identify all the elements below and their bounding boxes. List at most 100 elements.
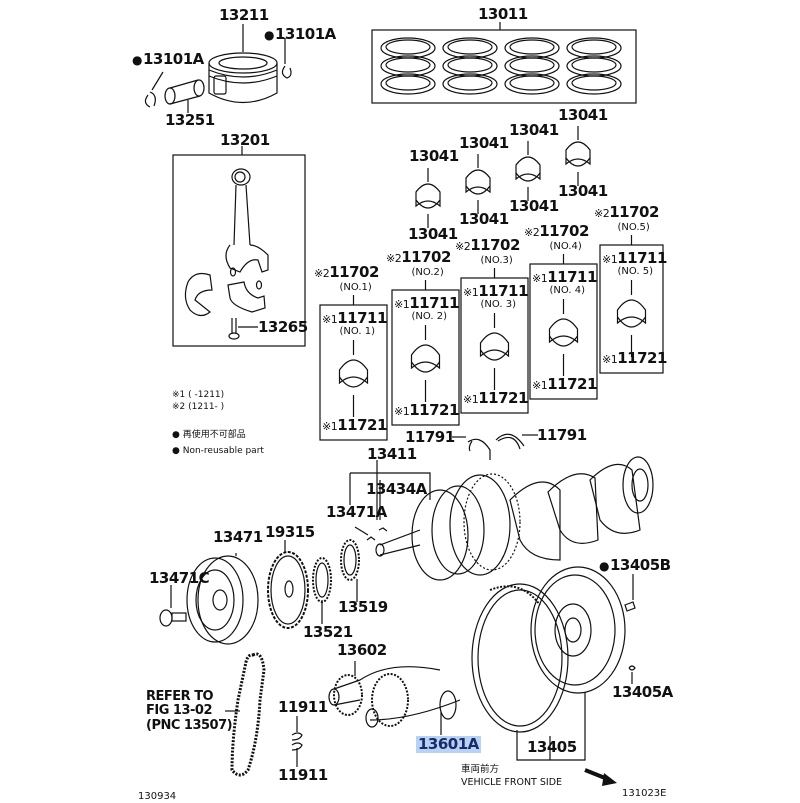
piston-ring bbox=[442, 55, 498, 77]
label-rod-bearing-1-bottom[interactable]: 13041 bbox=[408, 225, 458, 243]
legend-nonreusable-en-text: Non-reusable part bbox=[182, 446, 264, 456]
label-main-bearing-set-no-1[interactable]: (NO.1) bbox=[339, 282, 372, 293]
refer-line1: REFER TO bbox=[146, 689, 214, 704]
piston-ring bbox=[566, 55, 622, 77]
label-upper-main-bearing-5[interactable]: ※111711 bbox=[602, 249, 667, 267]
label-crank-pulley[interactable]: 13471 bbox=[213, 528, 263, 546]
ring-set-box bbox=[371, 29, 637, 104]
label-upper-main-bearing-4[interactable]: ※111711 bbox=[532, 268, 597, 286]
note-mark2: ※2 (1211- ) bbox=[172, 402, 225, 412]
label-snap-ring-right[interactable]: 13101A bbox=[264, 27, 336, 42]
label-main-bearing-set-no-5[interactable]: (NO.5) bbox=[617, 222, 650, 233]
flywheel-pin-drawing bbox=[628, 665, 636, 671]
piston-ring bbox=[566, 73, 622, 95]
balance-bearing-drawing bbox=[291, 732, 303, 751]
label-upper-main-bearing-1[interactable]: ※111711 bbox=[322, 309, 387, 327]
label-balance-bearing-top[interactable]: 11911 bbox=[278, 698, 328, 716]
flywheel-drawing bbox=[471, 566, 626, 733]
label-thrust-washer-left[interactable]: 11791 bbox=[405, 428, 455, 446]
connecting-rod-drawing bbox=[184, 168, 269, 340]
label-flywheel-pin[interactable]: 13405A bbox=[612, 683, 673, 701]
piston-ring bbox=[504, 37, 560, 59]
rod-bearing-pair bbox=[565, 126, 591, 186]
pulley-bolt-drawing bbox=[159, 609, 187, 627]
label-main-bearing-set-5[interactable]: ※211702 bbox=[594, 203, 659, 221]
label-crankshaft[interactable]: 13411 bbox=[367, 445, 417, 463]
legend-nonreusable-jp-text: 再使用不可部品 bbox=[182, 430, 246, 440]
label-piston-pin[interactable]: 13251 bbox=[165, 111, 215, 129]
thrust-washer-left bbox=[467, 438, 491, 460]
label-flywheel[interactable]: 13405 bbox=[527, 738, 577, 756]
label-rod-bearing-3-top[interactable]: 13041 bbox=[509, 121, 559, 139]
label-pulley-bolt[interactable]: 13471C bbox=[149, 569, 210, 587]
label-main-bearing-set-3[interactable]: ※211702 bbox=[455, 236, 520, 254]
label-upper-main-bearing-no-2[interactable]: (NO. 2) bbox=[411, 311, 447, 322]
label-balance-shaft-highlighted[interactable]: 13601A bbox=[416, 735, 481, 753]
bullet-icon: ● bbox=[172, 446, 183, 456]
rod-bearing-pair bbox=[515, 141, 541, 201]
label-rod-bearing-1-top[interactable]: 13041 bbox=[409, 147, 459, 165]
label-upper-main-bearing-no-5[interactable]: (NO. 5) bbox=[617, 266, 653, 277]
timing-chain-drawing bbox=[230, 652, 266, 777]
label-upper-main-bearing-no-1[interactable]: (NO. 1) bbox=[339, 326, 375, 337]
main-bearing-boxes bbox=[319, 235, 664, 441]
label-snap-ring-left[interactable]: 13101A bbox=[132, 52, 204, 67]
label-crank-sprocket[interactable]: 19315 bbox=[265, 523, 315, 541]
crankshaft-drawing bbox=[375, 456, 654, 581]
label-connecting-rod[interactable]: 13201 bbox=[220, 131, 270, 149]
label-main-bearing-set-no-3[interactable]: (NO.3) bbox=[480, 255, 513, 266]
piston-drawing bbox=[208, 52, 278, 103]
label-straight-pin[interactable]: 13434A bbox=[366, 480, 427, 498]
label-lower-main-bearing-2[interactable]: ※111721 bbox=[394, 401, 459, 419]
label-rod-bearing-2-bottom[interactable]: 13041 bbox=[459, 210, 509, 228]
conrod-box bbox=[172, 154, 306, 347]
label-lower-main-bearing-1[interactable]: ※111721 bbox=[322, 416, 387, 434]
refer-note[interactable]: REFER TO FIG 13-02 (PNC 13507) bbox=[146, 689, 233, 733]
label-balance-bearing-bottom[interactable]: 11911 bbox=[278, 766, 328, 784]
label-lower-main-bearing-5[interactable]: ※111721 bbox=[602, 349, 667, 367]
label-rod-bearing-4-top[interactable]: 13041 bbox=[558, 106, 608, 124]
piston-pin-drawing bbox=[164, 79, 205, 105]
label-main-bearing-set-no-2[interactable]: (NO.2) bbox=[411, 267, 444, 278]
rod-bearing-pair bbox=[415, 168, 441, 228]
label-upper-main-bearing-3[interactable]: ※111711 bbox=[463, 282, 528, 300]
label-ring-set[interactable]: 13011 bbox=[478, 5, 528, 23]
label-key[interactable]: 13471A bbox=[326, 503, 387, 521]
direction-jp: 車両前方 bbox=[461, 764, 500, 775]
label-rod-bearing-4-bottom[interactable]: 13041 bbox=[558, 182, 608, 200]
piston-ring bbox=[380, 73, 436, 95]
label-upper-main-bearing-no-4[interactable]: (NO. 4) bbox=[549, 285, 585, 296]
label-rod-bearing-2-top[interactable]: 13041 bbox=[459, 134, 509, 152]
label-lower-main-bearing-4[interactable]: ※111721 bbox=[532, 375, 597, 393]
rod-bearings-drawing bbox=[415, 126, 591, 228]
thrust-washer-right bbox=[495, 433, 525, 450]
illustration-code: 131023E bbox=[622, 788, 667, 799]
piston-ring bbox=[504, 55, 560, 77]
label-rod-bolt[interactable]: 13265 bbox=[258, 318, 308, 336]
label-timing-gear[interactable]: 13521 bbox=[303, 623, 353, 641]
figure-ref-code: 130934 bbox=[138, 791, 177, 802]
timing-gear-drawing bbox=[312, 557, 332, 603]
crank-pulley-drawing bbox=[186, 555, 259, 645]
label-main-bearing-set-no-4[interactable]: (NO.4) bbox=[549, 241, 582, 252]
piston-ring bbox=[442, 37, 498, 59]
label-rod-bearing-3-bottom[interactable]: 13041 bbox=[509, 197, 559, 215]
piston-ring bbox=[380, 55, 436, 77]
label-main-bearing-set-2[interactable]: ※211702 bbox=[386, 248, 451, 266]
label-thrust-washer-right[interactable]: 11791 bbox=[537, 426, 587, 444]
label-piston[interactable]: 13211 bbox=[219, 6, 269, 24]
label-oil-pump-gear[interactable]: 13519 bbox=[338, 598, 388, 616]
label-flywheel-bolt[interactable]: 13405B bbox=[599, 558, 671, 573]
piston-ring bbox=[566, 37, 622, 59]
balance-shaft-drawing bbox=[328, 666, 461, 728]
label-balance-shaft-gear[interactable]: 13602 bbox=[337, 641, 387, 659]
legend-nonreusable-jp: ● 再使用不可部品 bbox=[172, 430, 246, 442]
label-upper-main-bearing-2[interactable]: ※111711 bbox=[394, 294, 459, 312]
label-main-bearing-set-1[interactable]: ※211702 bbox=[314, 263, 379, 281]
label-upper-main-bearing-no-3[interactable]: (NO. 3) bbox=[480, 299, 516, 310]
label-lower-main-bearing-3[interactable]: ※111721 bbox=[463, 389, 528, 407]
piston-ring bbox=[442, 73, 498, 95]
label-main-bearing-set-4[interactable]: ※211702 bbox=[524, 222, 589, 240]
